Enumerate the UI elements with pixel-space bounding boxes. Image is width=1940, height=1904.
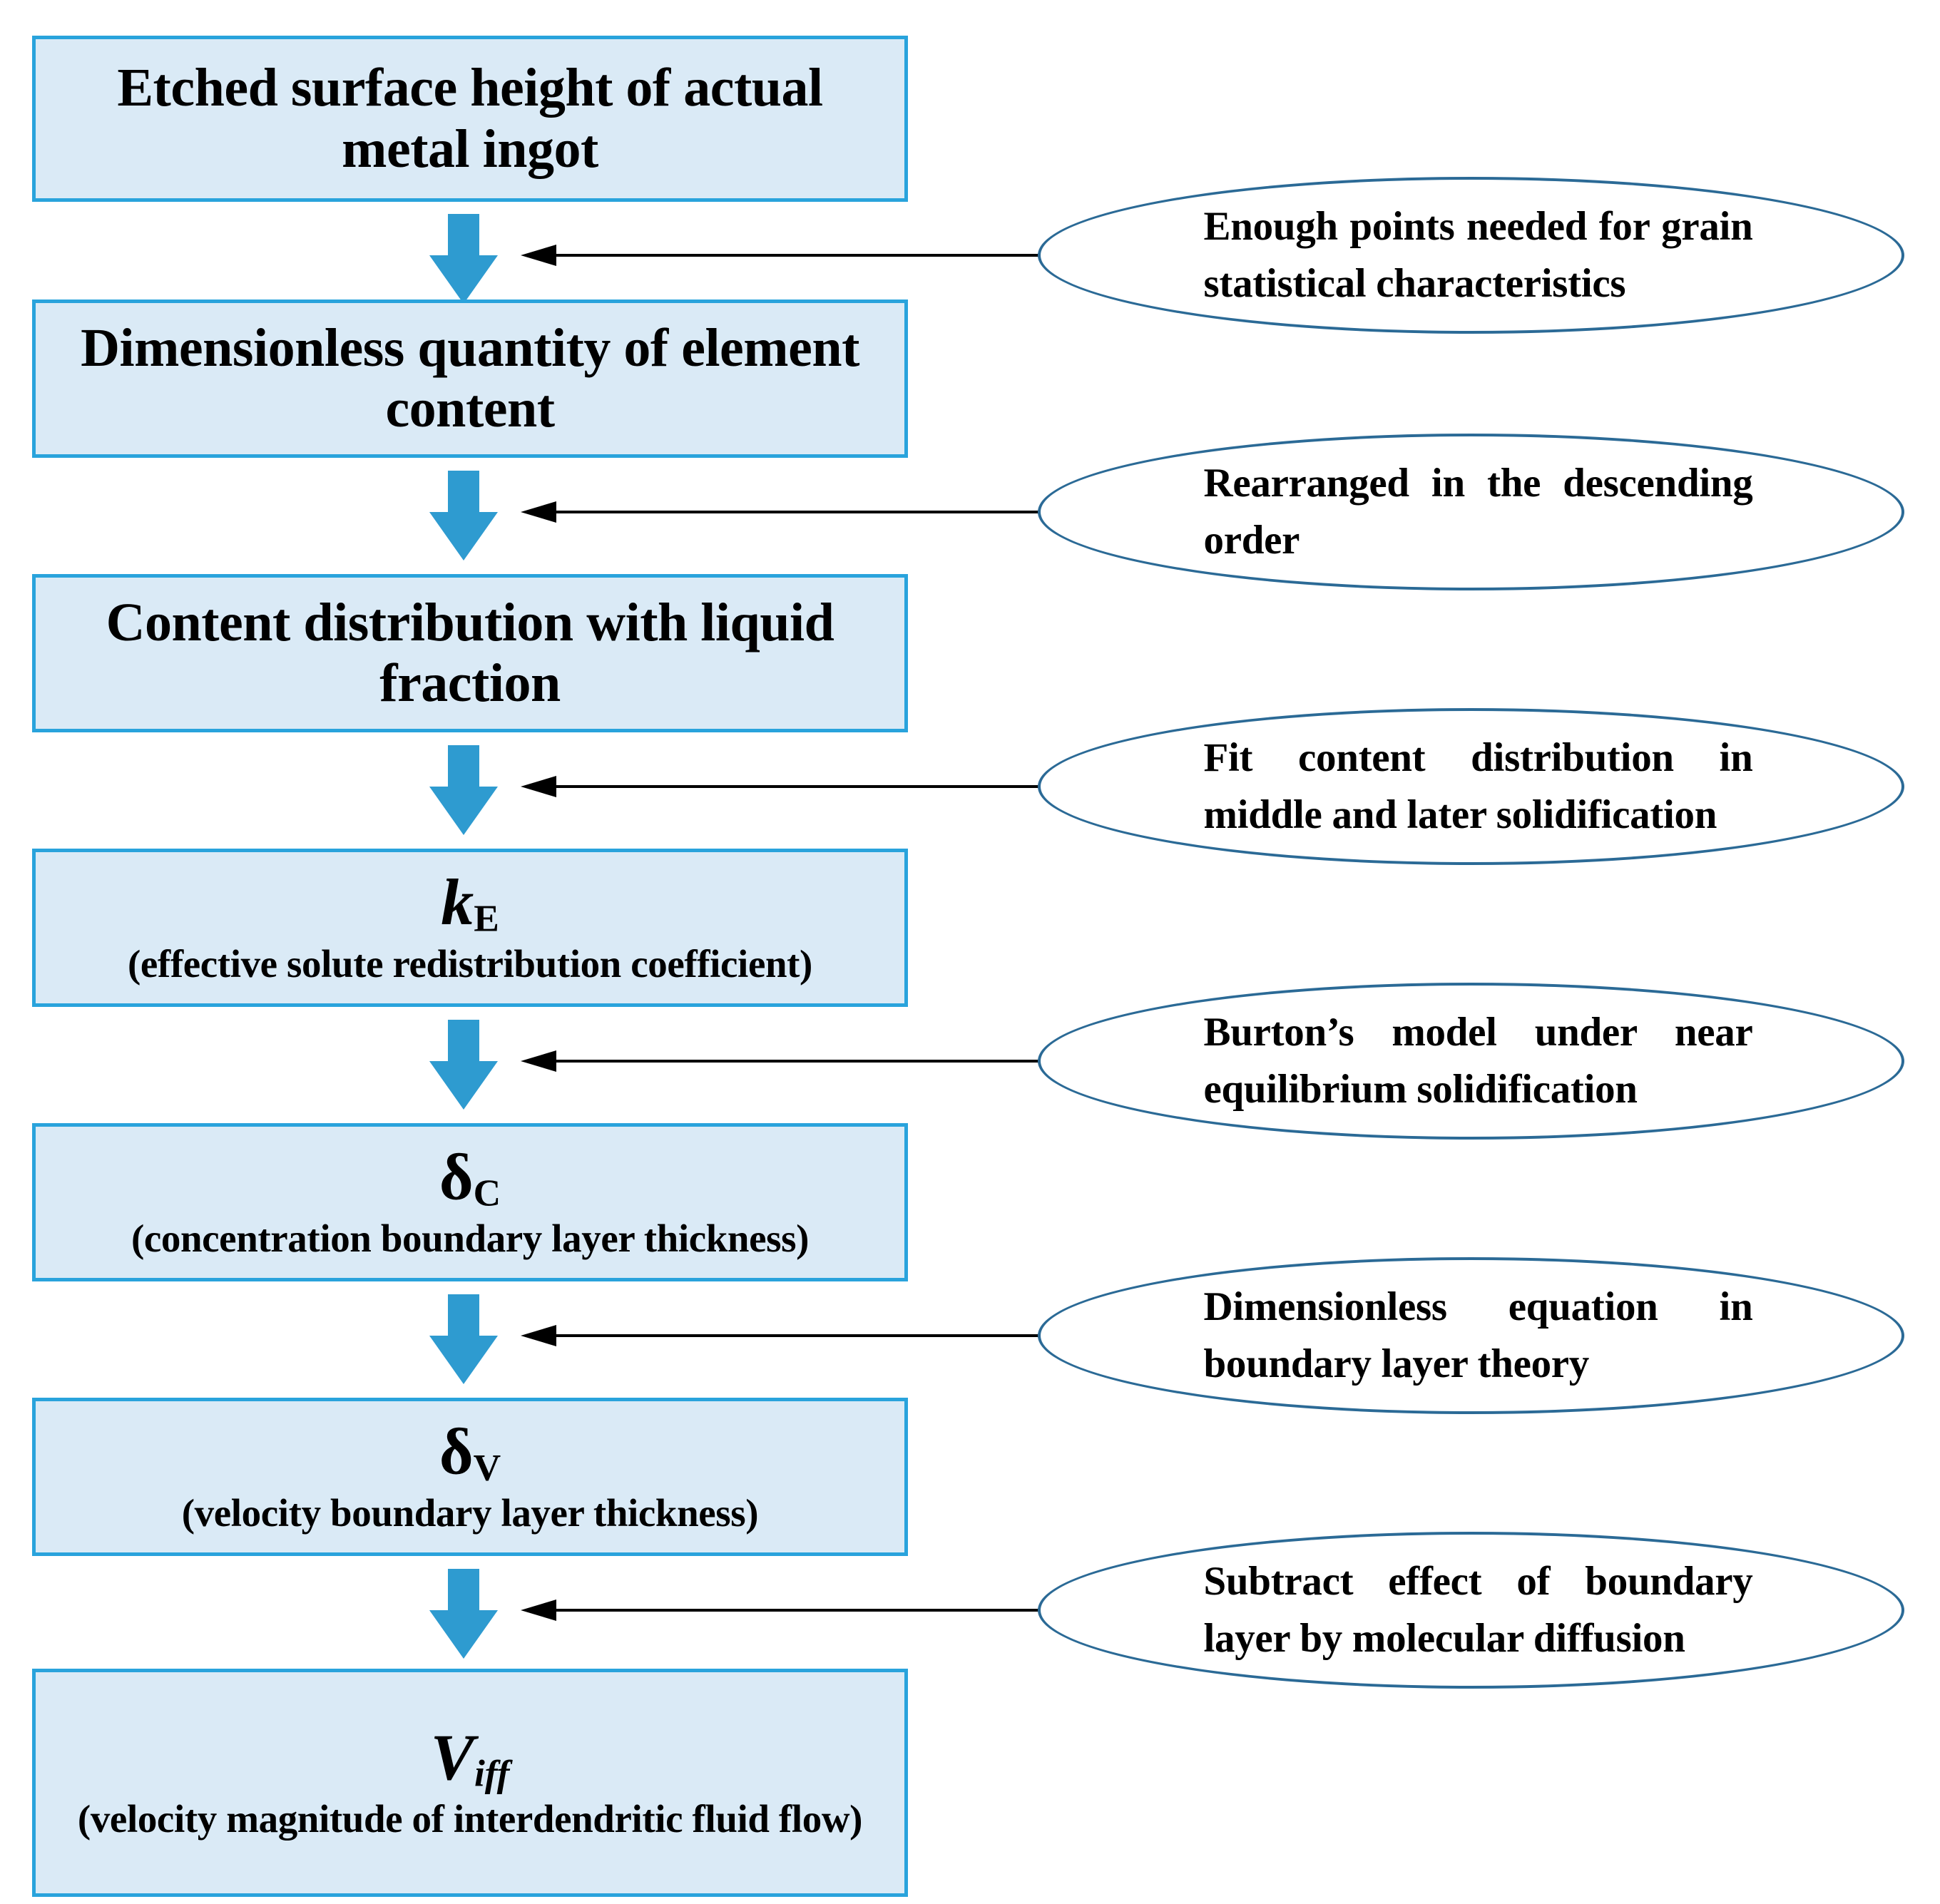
process-box-subtitle: (velocity boundary layer thickness) (181, 1490, 759, 1535)
annotation-ellipse-4[interactable]: Burton’s model under near equilibrium so… (1038, 983, 1904, 1140)
arrow-shaft (448, 745, 479, 789)
annotation-text: Burton’s model under near equilibrium so… (1203, 1010, 1753, 1112)
down-arrow-icon-3 (429, 745, 498, 835)
symbol-delta-c: δC (439, 1140, 501, 1214)
connector-arrow-head (521, 1600, 556, 1621)
process-box-delta-c[interactable]: δC (concentration boundary layer thickne… (32, 1123, 908, 1281)
arrow-shaft (448, 471, 479, 515)
connector-arrow-5 (521, 1325, 1041, 1346)
process-box-v-iff[interactable]: Viff (velocity magnitude of interdendrit… (32, 1669, 908, 1897)
annotation-ellipse-2[interactable]: Rearranged in the descending order (1038, 434, 1904, 590)
symbol-v-iff: Viff (430, 1720, 510, 1795)
connector-arrow-2 (521, 501, 1041, 523)
process-box-content-distribution[interactable]: Content distribution with liquid fractio… (32, 574, 908, 732)
annotation-ellipse-6[interactable]: Subtract effect of boundary layer by mol… (1038, 1532, 1904, 1689)
arrow-head (429, 1610, 498, 1659)
process-box-ke[interactable]: kE (effective solute redistribution coef… (32, 849, 908, 1007)
arrow-shaft (448, 214, 479, 258)
arrow-head (429, 255, 498, 304)
down-arrow-icon-1 (429, 214, 498, 304)
annotation-text: Subtract effect of boundary layer by mol… (1203, 1559, 1753, 1661)
process-box-subtitle: (concentration boundary layer thickness) (131, 1216, 810, 1260)
connector-arrow-line (552, 254, 1041, 257)
connector-arrow-6 (521, 1600, 1041, 1621)
symbol-ke: kE (441, 865, 499, 940)
arrow-head (429, 787, 498, 835)
annotation-ellipse-1[interactable]: Enough points needed for grain statistic… (1038, 177, 1904, 334)
annotation-ellipse-3[interactable]: Fit content distribution in middle and l… (1038, 708, 1904, 865)
connector-arrow-line (552, 1334, 1041, 1337)
arrow-shaft (448, 1020, 479, 1064)
connector-arrow-line (552, 1609, 1041, 1612)
process-box-title: Dimensionless quantity of element conten… (81, 317, 859, 439)
annotation-text: Rearranged in the descending order (1203, 461, 1753, 563)
down-arrow-icon-5 (429, 1294, 498, 1384)
annotation-text: Enough points needed for grain statistic… (1203, 204, 1753, 306)
connector-arrow-head (521, 1050, 556, 1072)
down-arrow-icon-2 (429, 471, 498, 561)
connector-arrow-line (552, 785, 1041, 788)
connector-arrow-head (521, 776, 556, 797)
process-box-title: Content distribution with liquid fractio… (106, 592, 834, 713)
connector-arrow-head (521, 245, 556, 266)
process-box-dimensionless-quantity[interactable]: Dimensionless quantity of element conten… (32, 300, 908, 458)
connector-arrow-head (521, 501, 556, 523)
symbol-delta-v: δV (439, 1414, 501, 1489)
process-box-etched-surface-height[interactable]: Etched surface height of actual metal in… (32, 36, 908, 202)
down-arrow-icon-6 (429, 1569, 498, 1659)
arrow-head (429, 1336, 498, 1384)
connector-arrow-line (552, 1060, 1041, 1063)
connector-arrow-1 (521, 245, 1041, 266)
connector-arrow-4 (521, 1050, 1041, 1072)
arrow-head (429, 1061, 498, 1110)
connector-arrow-line (552, 511, 1041, 513)
down-arrow-icon-4 (429, 1020, 498, 1110)
connector-arrow-head (521, 1325, 556, 1346)
arrow-head (429, 512, 498, 561)
process-box-delta-v[interactable]: δV (velocity boundary layer thickness) (32, 1398, 908, 1556)
process-box-title: Etched surface height of actual metal in… (117, 58, 823, 179)
connector-arrow-3 (521, 776, 1041, 797)
process-box-subtitle: (velocity magnitude of interdendritic fl… (77, 1796, 863, 1841)
process-box-subtitle: (effective solute redistribution coeffic… (128, 941, 812, 986)
arrow-shaft (448, 1294, 479, 1339)
arrow-shaft (448, 1569, 479, 1613)
annotation-ellipse-5[interactable]: Dimensionless equation in boundary layer… (1038, 1257, 1904, 1414)
annotation-text: Fit content distribution in middle and l… (1203, 735, 1753, 837)
annotation-text: Dimensionless equation in boundary layer… (1203, 1284, 1753, 1386)
